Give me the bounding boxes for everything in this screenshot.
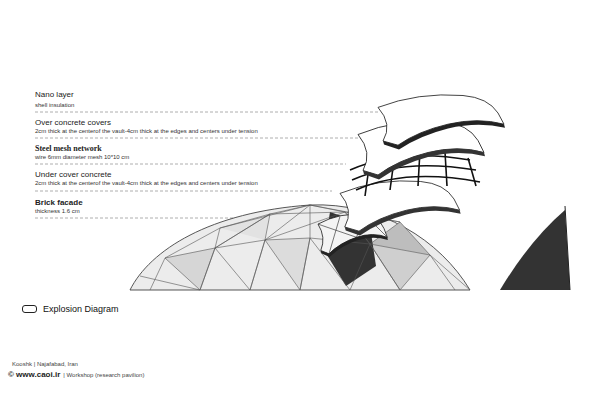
neighbour-dome bbox=[500, 206, 570, 290]
layer-note: thickness 1.6 cm bbox=[35, 208, 80, 215]
legend-swatch bbox=[22, 305, 37, 313]
layer-note: wire 6mm diameter mesh 10*10 cm bbox=[35, 154, 129, 161]
layer-title: Under cover concrete bbox=[35, 170, 111, 179]
layer-title: Brick facade bbox=[35, 198, 83, 207]
layer-note: 2cm thick at the centerof the vault-4cm … bbox=[35, 128, 258, 135]
credit-note: | Workshop (research pavilion) bbox=[63, 372, 144, 379]
legend-text: Explosion Diagram bbox=[43, 304, 119, 314]
layer-note: shell insulation bbox=[35, 102, 74, 109]
leader-lines bbox=[35, 112, 378, 218]
layer-title: Over concrete covers bbox=[35, 118, 111, 127]
layer-note: 2cm thick at the centerof the vault-4cm … bbox=[35, 180, 258, 187]
credit-mark: © www.caoi.ir bbox=[8, 370, 60, 379]
location-note: Kooshk | Najafabad, Iran bbox=[12, 361, 78, 368]
exploded-layers bbox=[318, 95, 505, 257]
legend-entry: Explosion Diagram bbox=[22, 304, 119, 314]
layer-title: Steel mesh network bbox=[35, 144, 102, 153]
layer-title: Nano layer bbox=[35, 90, 74, 99]
dome bbox=[130, 205, 470, 290]
